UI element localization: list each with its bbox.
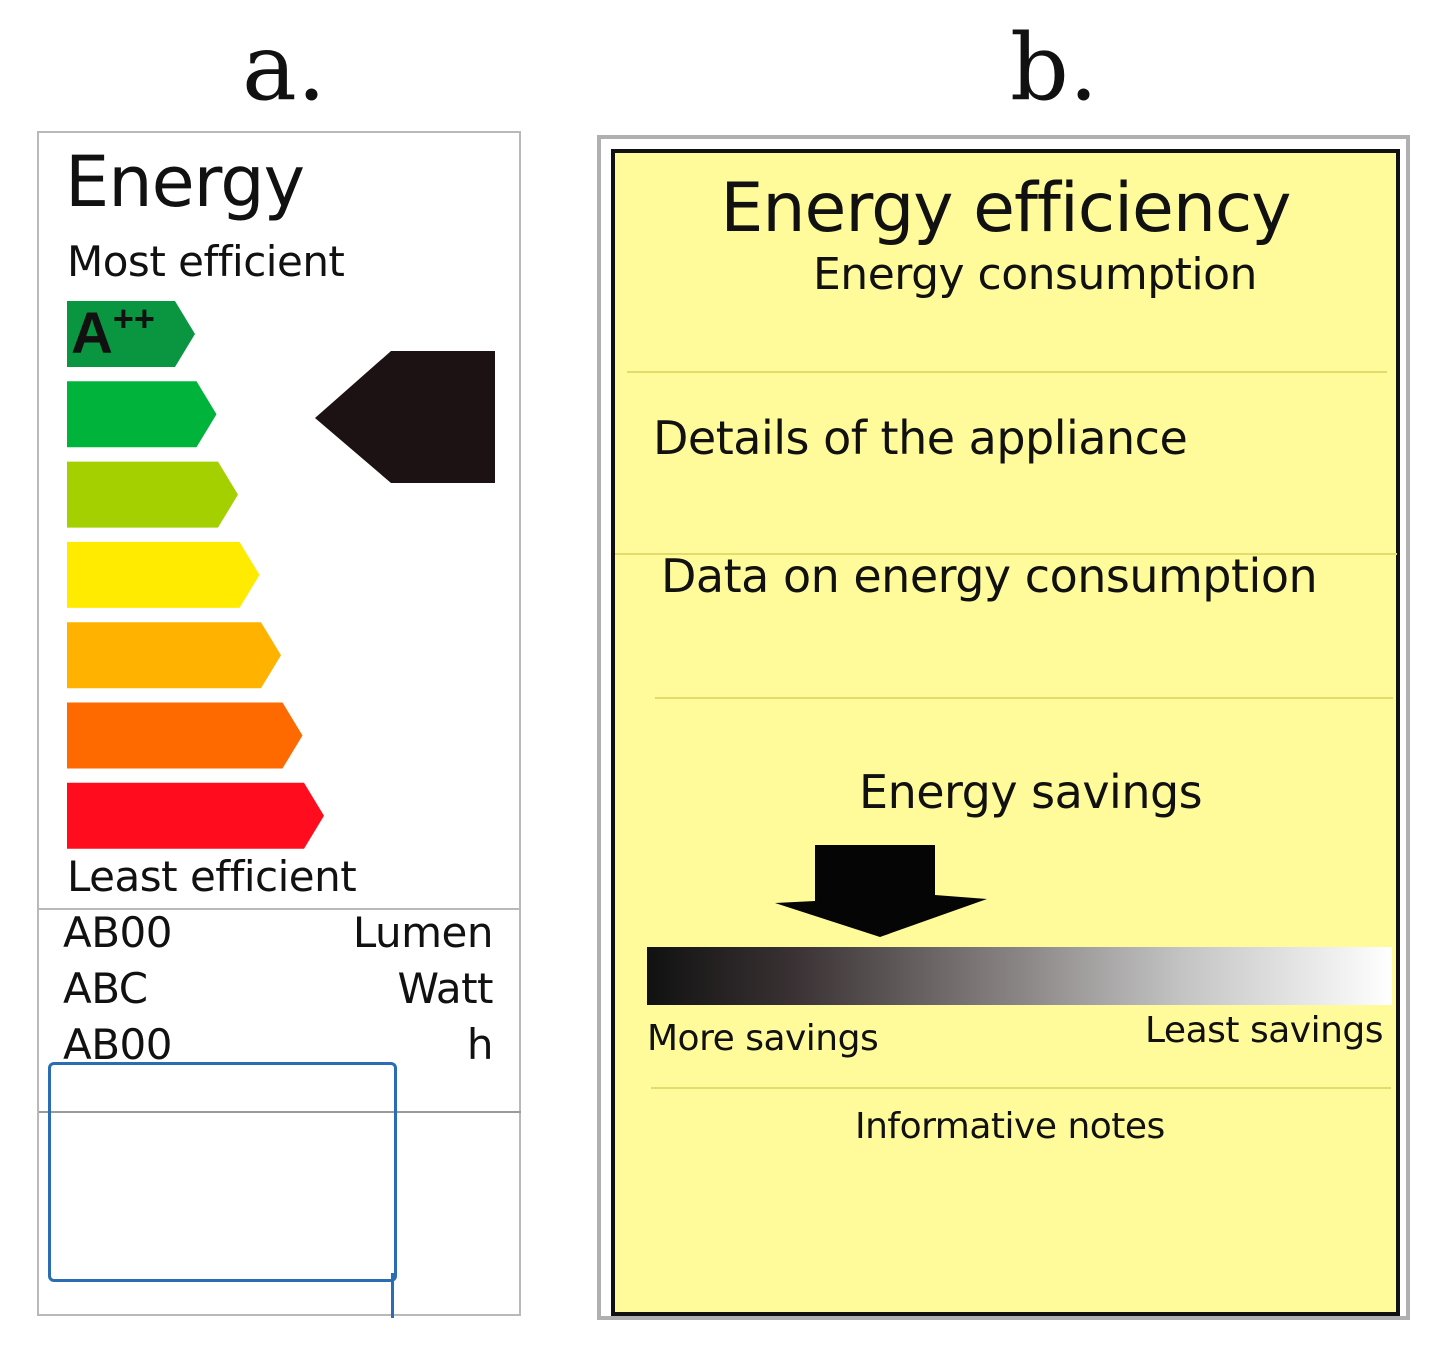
efficiency-bars [67, 301, 324, 849]
savings-gradient-bar [647, 947, 1392, 1005]
row-unit-lumen: Lumen [352, 908, 494, 957]
label-b-body: Energy efficiency Energy consumption Det… [611, 149, 1400, 1316]
row-label-3: AB00 [63, 1020, 173, 1069]
divider [39, 908, 521, 910]
efficiency-class-bar [67, 301, 195, 367]
energy-label-b: Energy efficiency Energy consumption Det… [597, 135, 1410, 1320]
efficiency-class-bar [67, 381, 217, 448]
least-efficient-label: Least efficient [67, 852, 357, 901]
details-section: Details of the appliance [653, 411, 1188, 465]
row-label-2: ABC [63, 964, 148, 1013]
least-savings-label: Least savings [1145, 1010, 1384, 1051]
divider [627, 371, 1387, 373]
label-box [48, 1062, 397, 1282]
efficiency-class-bar [67, 461, 238, 528]
panel-a-letter: a. [242, 14, 327, 121]
energy-label-a: Energy Most efficient A++ Least efficien… [37, 131, 521, 1318]
label-b-subtitle: Energy consumption [813, 249, 1257, 300]
informative-notes: Informative notes [855, 1106, 1165, 1147]
efficiency-class-bar [67, 782, 324, 849]
panel-b-letter: b. [1010, 14, 1099, 121]
row-unit-watt: Watt [397, 964, 493, 1013]
label-a-title: Energy [65, 141, 305, 223]
top-class-label: A++ [71, 298, 155, 366]
savings-arrow [775, 845, 987, 937]
divider [39, 1111, 521, 1113]
divider [655, 697, 1393, 699]
row-label-1: AB00 [63, 908, 173, 957]
row-unit-hours: h [466, 1020, 494, 1069]
rating-pointer-arrow [315, 351, 495, 483]
savings-title: Energy savings [859, 765, 1203, 819]
divider [615, 553, 1397, 555]
divider [651, 1087, 1391, 1089]
label-box-line [391, 1273, 394, 1318]
label-b-title: Energy efficiency [720, 169, 1291, 248]
efficiency-class-bar [67, 622, 281, 689]
efficiency-class-bar [67, 702, 303, 769]
efficiency-class-bar [67, 541, 260, 608]
data-section: Data on energy consumption [661, 549, 1318, 603]
more-savings-label: More savings [647, 1018, 879, 1059]
most-efficient-label: Most efficient [67, 237, 345, 286]
efficiency-scale: A++ [67, 298, 495, 849]
